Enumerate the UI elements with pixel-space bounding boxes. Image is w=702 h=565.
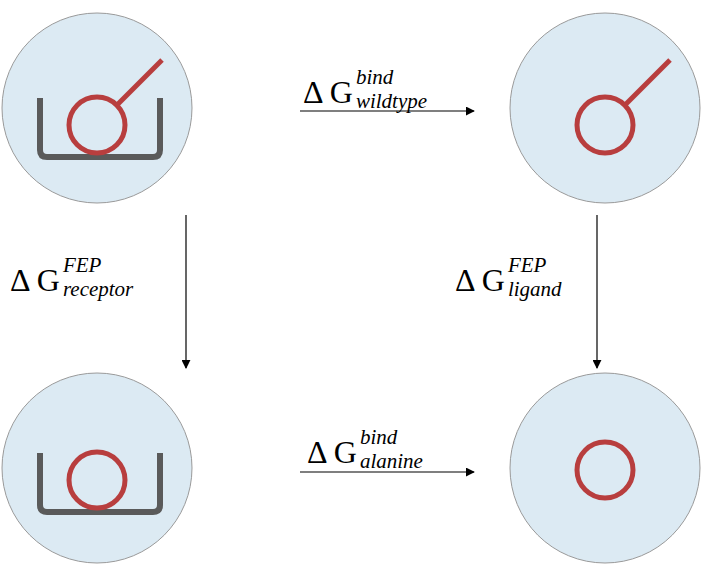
- state-circle: [2, 373, 192, 563]
- free-energy-index: receptor: [63, 279, 133, 300]
- free-energy-symbol: Δ G: [303, 76, 353, 108]
- free-energy-index: alanine: [360, 451, 423, 472]
- state-circle: [2, 13, 192, 203]
- receptor-cup: [40, 453, 160, 512]
- cycle-arrow: [185, 215, 186, 368]
- receptor-cup: [40, 98, 160, 157]
- state-circle: [510, 13, 700, 203]
- ligand-side-chain: [117, 60, 162, 105]
- free-energy-index: bind: [360, 427, 397, 448]
- free-energy-symbol: Δ G: [455, 264, 505, 296]
- free-energy-index: FEP: [63, 255, 101, 276]
- free-energy-symbol: Δ G: [10, 264, 60, 296]
- ligand-ring: [69, 452, 125, 508]
- cycle-arrow: [596, 215, 597, 368]
- state-circle: [510, 373, 700, 563]
- free-energy-symbol: Δ G: [307, 436, 357, 468]
- free-energy-index: wildtype: [356, 91, 427, 112]
- free-energy-index: FEP: [508, 255, 546, 276]
- ligand-ring: [577, 442, 633, 498]
- free-energy-index: ligand: [508, 279, 562, 300]
- ligand-ring: [577, 97, 633, 153]
- free-energy-index: bind: [356, 67, 393, 88]
- ligand-side-chain: [625, 60, 670, 105]
- ligand-ring: [69, 97, 125, 153]
